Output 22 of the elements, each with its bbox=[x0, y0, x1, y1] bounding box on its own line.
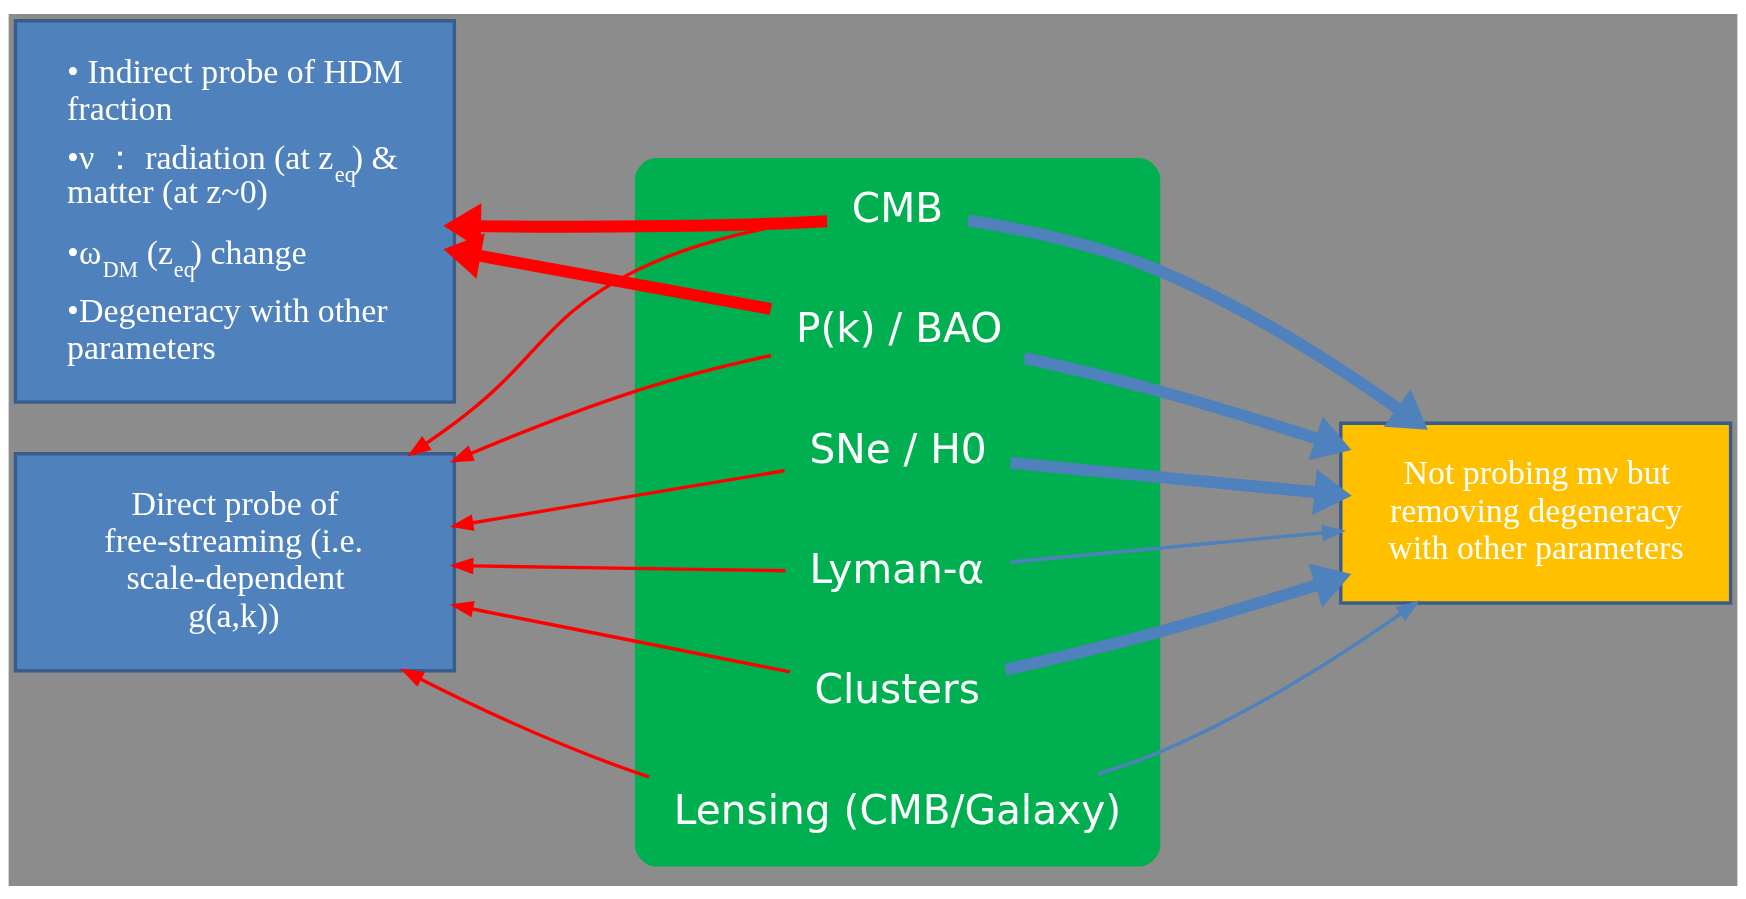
node-text: P(k) / BAO bbox=[795, 303, 1003, 352]
arrow bbox=[1009, 524, 1346, 564]
node-text: CMB bbox=[851, 183, 944, 232]
arrow bbox=[449, 557, 786, 574]
node-box: Not probing mν but removing degeneracy with other parameters bbox=[1339, 421, 1733, 605]
arrow bbox=[1009, 456, 1352, 515]
arrow bbox=[967, 214, 1428, 430]
arrow bbox=[407, 215, 828, 456]
node-box: • Indirect probe of HDM fraction •ν ： radiation (at z$_{eq}$) & matter (at z~0) •ω$_{DM}$ (z$_{eq}$) change •Degeneracy with other parameters bbox=[13, 18, 457, 404]
node-text: Lensing (CMB/Galaxy) bbox=[673, 785, 1122, 834]
arrow bbox=[1097, 599, 1420, 776]
arrow bbox=[449, 468, 785, 531]
cluster bbox=[634, 157, 1161, 866]
arrow bbox=[449, 353, 772, 462]
arrow bbox=[443, 232, 772, 315]
arrow bbox=[1022, 351, 1352, 460]
node-text: Clusters bbox=[814, 664, 981, 713]
arrow bbox=[1004, 563, 1352, 676]
node-text: Lyman-α bbox=[809, 544, 985, 593]
arrow bbox=[449, 600, 791, 673]
node-text: SNe / H0 bbox=[809, 424, 987, 473]
node-box: Direct probe of free-streaming (i.e. scale-dependent g(a,k)) bbox=[13, 451, 457, 672]
